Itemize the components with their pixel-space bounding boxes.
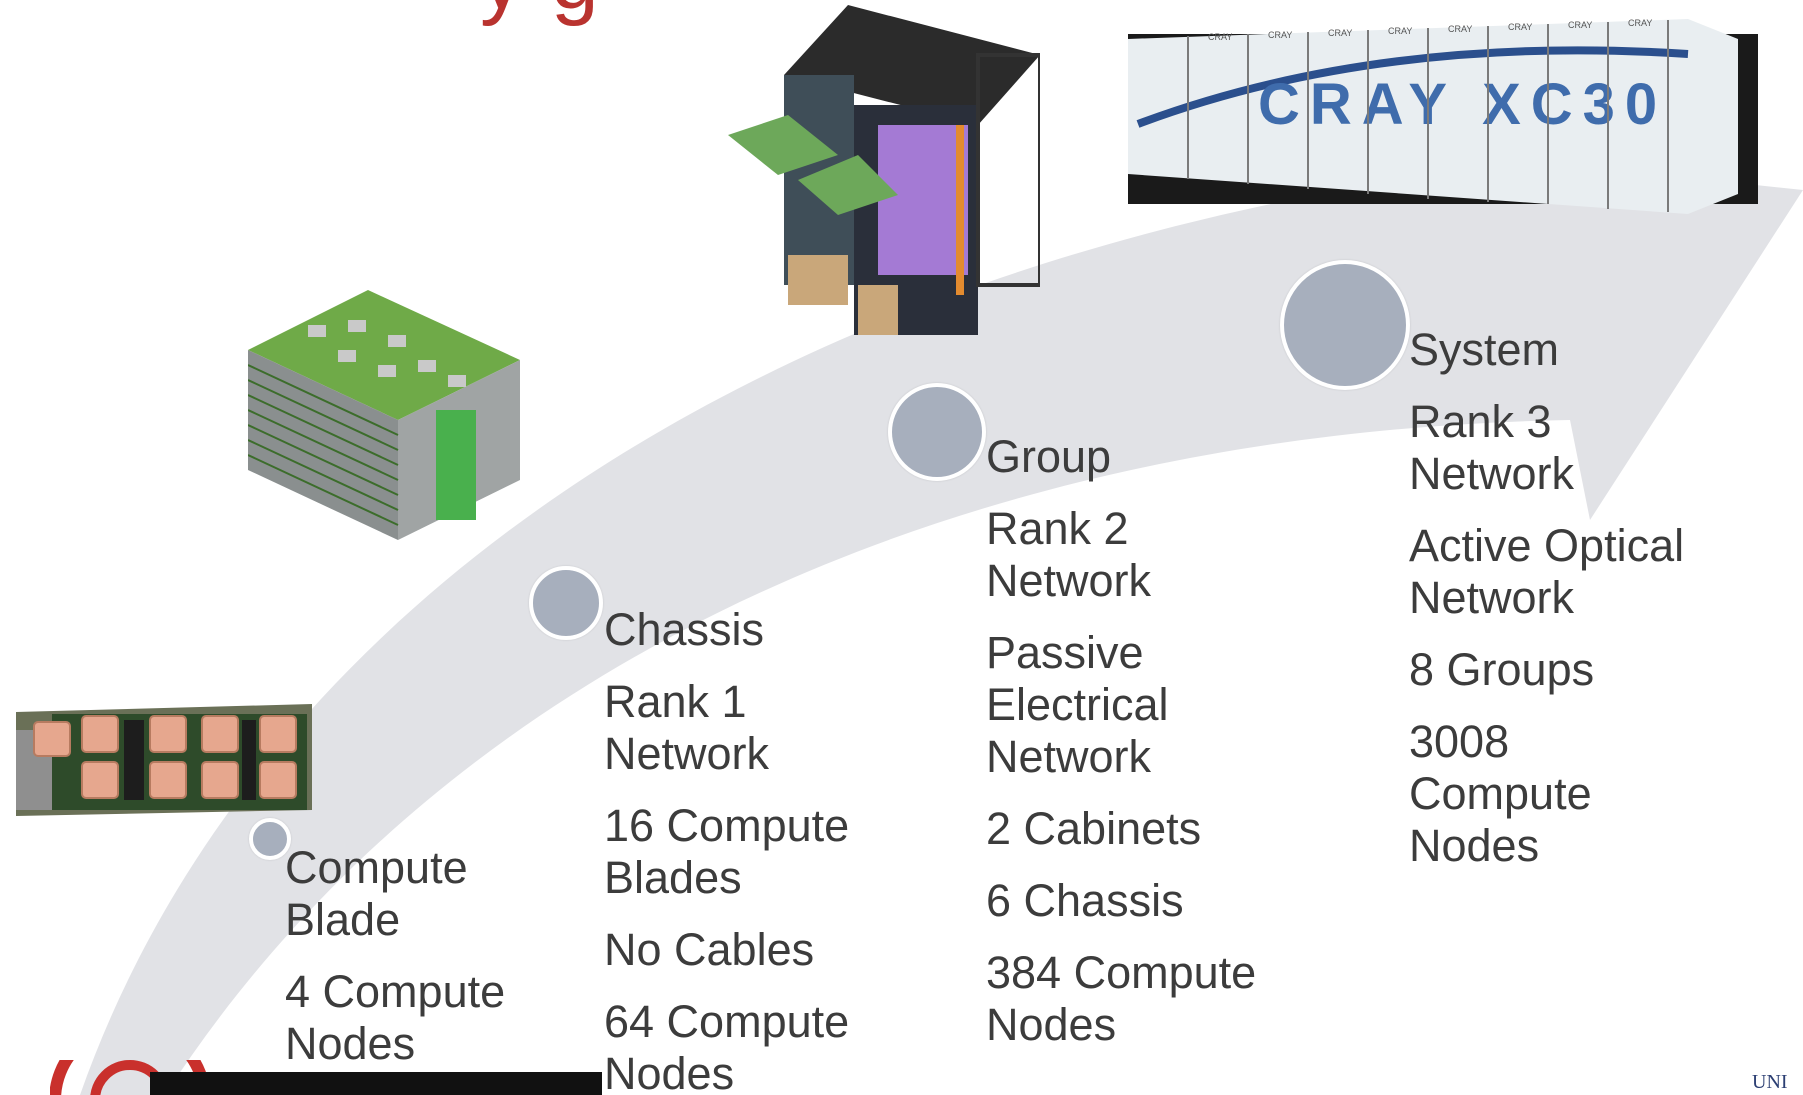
stage-label-title: Chassis xyxy=(604,604,765,655)
cabinet-brand-text: CRAY xyxy=(1208,32,1232,42)
stage-labels-chassis: Chassis Rank 1 Network 16 Compute Blades… xyxy=(604,604,849,1095)
stage-label-line: 384 Compute Nodes xyxy=(986,947,1257,1050)
system-banner-text: CRAY XC30 xyxy=(1258,72,1667,137)
system-image: CRAY XC30 CRAY CRAY CRAY CRAY CRAY CRAY … xyxy=(1128,18,1758,214)
cabinet-brand-text: CRAY xyxy=(1508,22,1532,32)
stage-labels-group: Group Rank 2 Network Passive Electrical … xyxy=(986,431,1256,1071)
stage-label-line: 2 Cabinets xyxy=(986,803,1202,854)
stage-label-line: 4 Compute Nodes xyxy=(285,966,506,1069)
stage-label-line: Passive Electrical Network xyxy=(986,627,1169,782)
stage-label-line: No Cables xyxy=(604,924,815,975)
stage-node-chassis xyxy=(529,566,603,640)
stage-label-line: Rank 3 Network xyxy=(1409,396,1575,499)
stage-label-line: 6 Chassis xyxy=(986,875,1184,926)
stage-label-line: Rank 1 Network xyxy=(604,676,770,779)
cabinet-brand-text: CRAY xyxy=(1568,20,1592,30)
cabinet-brand-text: CRAY xyxy=(1388,26,1412,36)
svg-text:UNI: UNI xyxy=(1752,1071,1788,1093)
cabinet-brand-text: CRAY xyxy=(1268,30,1292,40)
stage-labels-system: System Rank 3 Network Active Optical Net… xyxy=(1409,324,1684,892)
footer-bar xyxy=(150,1072,602,1095)
stage-node-compute-blade xyxy=(249,818,291,860)
compute-blade-image xyxy=(16,704,312,816)
stage-node-group xyxy=(888,383,986,481)
cabinet-brand-text: CRAY xyxy=(1628,18,1652,28)
stage-label-line: 3008 Compute Nodes xyxy=(1409,716,1592,871)
chassis-image xyxy=(248,290,520,540)
stage-label-line: 8 Groups xyxy=(1409,644,1595,695)
group-cabinets-image xyxy=(728,5,1040,335)
stage-node-system xyxy=(1280,260,1410,390)
stage-label-line: Active Optical Network xyxy=(1409,520,1685,623)
stage-label-line: Rank 2 Network xyxy=(986,503,1152,606)
stage-label-line: 16 Compute Blades xyxy=(604,800,850,903)
cabinet-brand-text: CRAY xyxy=(1448,24,1472,34)
slide-title-fragment: y g xyxy=(480,0,601,29)
stage-label-title: Compute Blade xyxy=(285,842,468,945)
stage-label-title: Group xyxy=(986,431,1112,482)
stage-label-line: 64 Compute Nodes xyxy=(604,996,850,1095)
stage-labels-compute-blade: Compute Blade 4 Compute Nodes xyxy=(285,842,505,1090)
university-seal-fragment: UNI xyxy=(1752,1071,1788,1093)
cabinet-brand-text: CRAY xyxy=(1328,28,1352,38)
stage-label-title: System xyxy=(1409,324,1560,375)
